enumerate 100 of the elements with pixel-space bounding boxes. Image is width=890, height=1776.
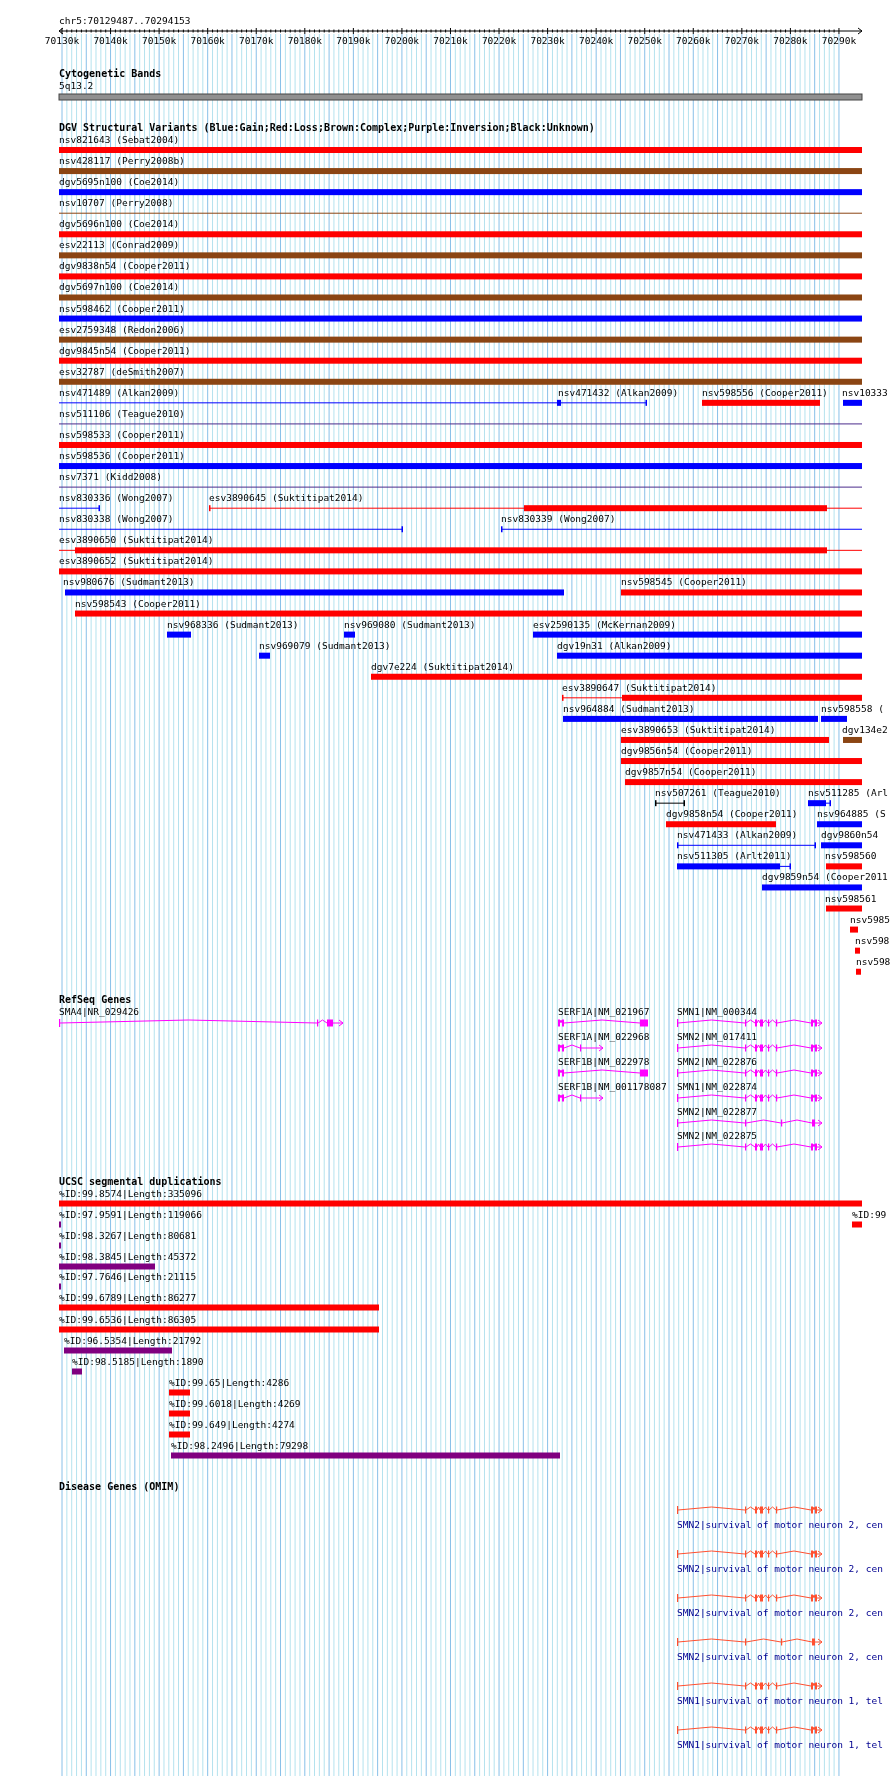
variant-label: dgv9859n54 (Cooper2011 — [762, 871, 888, 884]
variant-label: nsv598533 (Cooper2011) — [59, 428, 185, 441]
variant-label: nsv511106 (Teague2010) — [59, 407, 185, 420]
variant-label: dgv19n31 (Alkan2009) — [557, 639, 672, 652]
tick-label: 70260k — [676, 35, 711, 47]
variant-label: nsv598 — [855, 934, 890, 947]
tick-label: 70220k — [481, 35, 517, 47]
duplication-label: %ID:99 — [852, 1209, 887, 1221]
variant-label: nsv428117 (Perry2008b) — [59, 155, 185, 168]
disease-gene-label: SMN2|survival of motor neuron 2, cen — [677, 1563, 883, 1575]
variant-label: dgv9845n54 (Cooper2011) — [59, 344, 191, 357]
gene-label: SERF1B|NM_001178087 — [558, 1081, 667, 1093]
variant-label: nsv598556 (Cooper2011) — [702, 386, 828, 399]
duplication-label: %ID:98.2496|Length:79298 — [171, 1440, 309, 1452]
variant-label: nsv471432 (Alkan2009) — [558, 386, 679, 399]
variant-label: nsv598536 (Cooper2011) — [59, 450, 185, 463]
tick-label: 70210k — [433, 35, 468, 47]
duplication-label: %ID:98.5185|Length:1890 — [72, 1356, 204, 1368]
gene-label: SMN2|NM_022877 — [677, 1106, 758, 1118]
duplication-label: %ID:98.3267|Length:80681 — [59, 1230, 197, 1242]
variant-label: dgv9838n54 (Cooper2011) — [59, 260, 191, 273]
variant-label: nsv969079 (Sudmant2013) — [259, 639, 391, 652]
variant-label: nsv511285 (Arl — [808, 787, 889, 800]
tick-label: 70270k — [724, 35, 759, 47]
variant-label: esv2759348 (Redon2006) — [59, 323, 185, 336]
tick-label: 70140k — [93, 35, 128, 47]
gene-label: SERF1B|NM_022978 — [558, 1056, 650, 1068]
variant-label: dgv7e224 (Suktitipat2014) — [371, 660, 514, 673]
variant-label: nsv830339 (Wong2007) — [501, 513, 616, 526]
gene-label: SERF1A|NM_021967 — [558, 1006, 650, 1018]
variant-label: esv3890650 (Suktitipat2014) — [59, 534, 214, 547]
disease-gene-label: SMN2|survival of motor neuron 2, cen — [677, 1519, 883, 1531]
duplication-label: %ID:97.9591|Length:119066 — [59, 1209, 202, 1221]
variant-label: nsv969080 (Sudmant2013) — [344, 618, 476, 631]
variant-label: nsv598462 (Cooper2011) — [59, 302, 185, 315]
tick-label: 70290k — [821, 35, 857, 47]
tick-label: 70240k — [579, 35, 614, 47]
variant-label: nsv968336 (Sudmant2013) — [167, 618, 299, 631]
variant-label: nsv598558 ( — [821, 702, 884, 715]
variant-label: esv3890653 (Suktitipat2014) — [621, 723, 776, 736]
tick-label: 70170k — [239, 35, 274, 47]
disease-gene-label: SMN2|survival of motor neuron 2, cen — [677, 1651, 883, 1663]
variant-label: dgv9858n54 (Cooper2011) — [666, 808, 798, 821]
variant-label: nsv964884 (Sudmant2013) — [563, 702, 695, 715]
variant-label: esv2590135 (McKernan2009) — [533, 618, 676, 631]
gene-label: SMN2|NM_017411 — [677, 1031, 758, 1043]
variant-label: nsv10333 — [842, 386, 888, 399]
variant-label: nsv830336 (Wong2007) — [59, 492, 174, 505]
variant-label: nsv980676 (Sudmant2013) — [63, 576, 195, 589]
variant-label: dgv9860n54 — [821, 829, 879, 842]
variant-label: nsv507261 (Teague2010) — [655, 787, 781, 800]
duplication-label: %ID:99.6536|Length:86305 — [59, 1314, 197, 1326]
variant-label: esv32787 (deSmith2007) — [59, 365, 185, 378]
gene-label: SMN1|NM_022874 — [677, 1081, 758, 1093]
tick-label: 70250k — [627, 35, 662, 47]
track-title: UCSC segmental duplications — [59, 1175, 222, 1188]
variant-label: esv3890647 (Suktitipat2014) — [562, 681, 717, 694]
variant-label: nsv5985 — [850, 913, 890, 926]
disease-gene-label: SMN2|survival of motor neuron 2, cen — [677, 1607, 883, 1619]
gene-label: SMN2|NM_022875 — [677, 1130, 758, 1142]
variant-label: nsv471489 (Alkan2009) — [59, 386, 180, 399]
duplication-label: %ID:99.8574|Length:335096 — [59, 1188, 202, 1200]
tick-label: 70180k — [287, 35, 322, 47]
tick-label: 70200k — [384, 35, 420, 47]
disease-gene-label: SMN1|survival of motor neuron 1, tel — [677, 1739, 883, 1751]
variant-label: dgv5696n100 (Coe2014) — [59, 218, 180, 231]
variant-label: nsv598545 (Cooper2011) — [621, 576, 747, 589]
variant-label: nsv598543 (Cooper2011) — [75, 597, 201, 610]
band-label: 5q13.2 — [59, 80, 94, 92]
variant-label: nsv598561 — [825, 892, 877, 905]
variant-label: dgv9856n54 (Cooper2011) — [621, 745, 753, 757]
tick-label: 70150k — [141, 35, 177, 47]
variant-label: esv3890652 (Suktitipat2014) — [59, 555, 214, 568]
variant-label: nsv821643 (Sebat2004) — [59, 134, 180, 146]
variant-label: esv22113 (Conrad2009) — [59, 239, 180, 252]
variant-label: esv3890645 (Suktitipat2014) — [209, 492, 364, 505]
variant-label: nsv10707 (Perry2008) — [59, 197, 174, 210]
track-title: DGV Structural Variants (Blue:Gain;Red:Loss;Brown:Complex;Purple:Inversion;Black:Unknown) — [59, 122, 595, 134]
track-title: Disease Genes (OMIM) — [59, 1481, 180, 1493]
duplication-label: %ID:99.6018|Length:4269 — [169, 1398, 301, 1410]
duplication-label: %ID:99.65|Length:4286 — [169, 1377, 290, 1389]
duplication-label: %ID:97.7646|Length:21115 — [59, 1271, 197, 1283]
tick-label: 70280k — [773, 35, 808, 47]
gene-label: SMA4|NR_029426 — [59, 1006, 140, 1018]
gene-label: SERF1A|NM_022968 — [558, 1031, 650, 1043]
variant-label: dgv134e2 — [842, 723, 888, 736]
duplication-label: %ID:96.5354|Length:21792 — [64, 1335, 202, 1347]
gene-label: SMN2|NM_022876 — [677, 1056, 758, 1068]
tick-label: 70190k — [336, 35, 371, 47]
duplication-label: %ID:99.6789|Length:86277 — [59, 1292, 197, 1304]
tick-label: 70230k — [530, 35, 565, 47]
variant-label: nsv964885 (S — [817, 808, 886, 821]
duplication-label: %ID:99.649|Length:4274 — [169, 1419, 295, 1431]
variant-label: nsv471433 (Alkan2009) — [677, 829, 798, 842]
variant-label: nsv598 — [856, 955, 890, 968]
tick-label: 70160k — [190, 35, 225, 47]
variant-label: nsv830338 (Wong2007) — [59, 513, 174, 526]
tick-label: 70130k — [44, 35, 80, 47]
duplication-label: %ID:98.3845|Length:45372 — [59, 1251, 197, 1263]
variant-label: nsv7371 (Kidd2008) — [59, 471, 162, 484]
